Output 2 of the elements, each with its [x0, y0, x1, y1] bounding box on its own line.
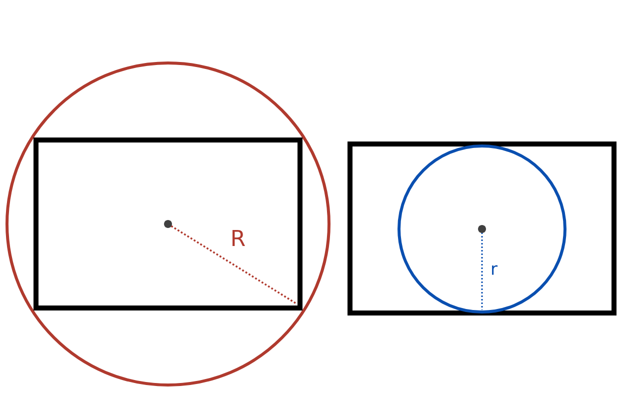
radius-label: r [492, 265, 498, 275]
radius-label: R [232, 230, 245, 246]
